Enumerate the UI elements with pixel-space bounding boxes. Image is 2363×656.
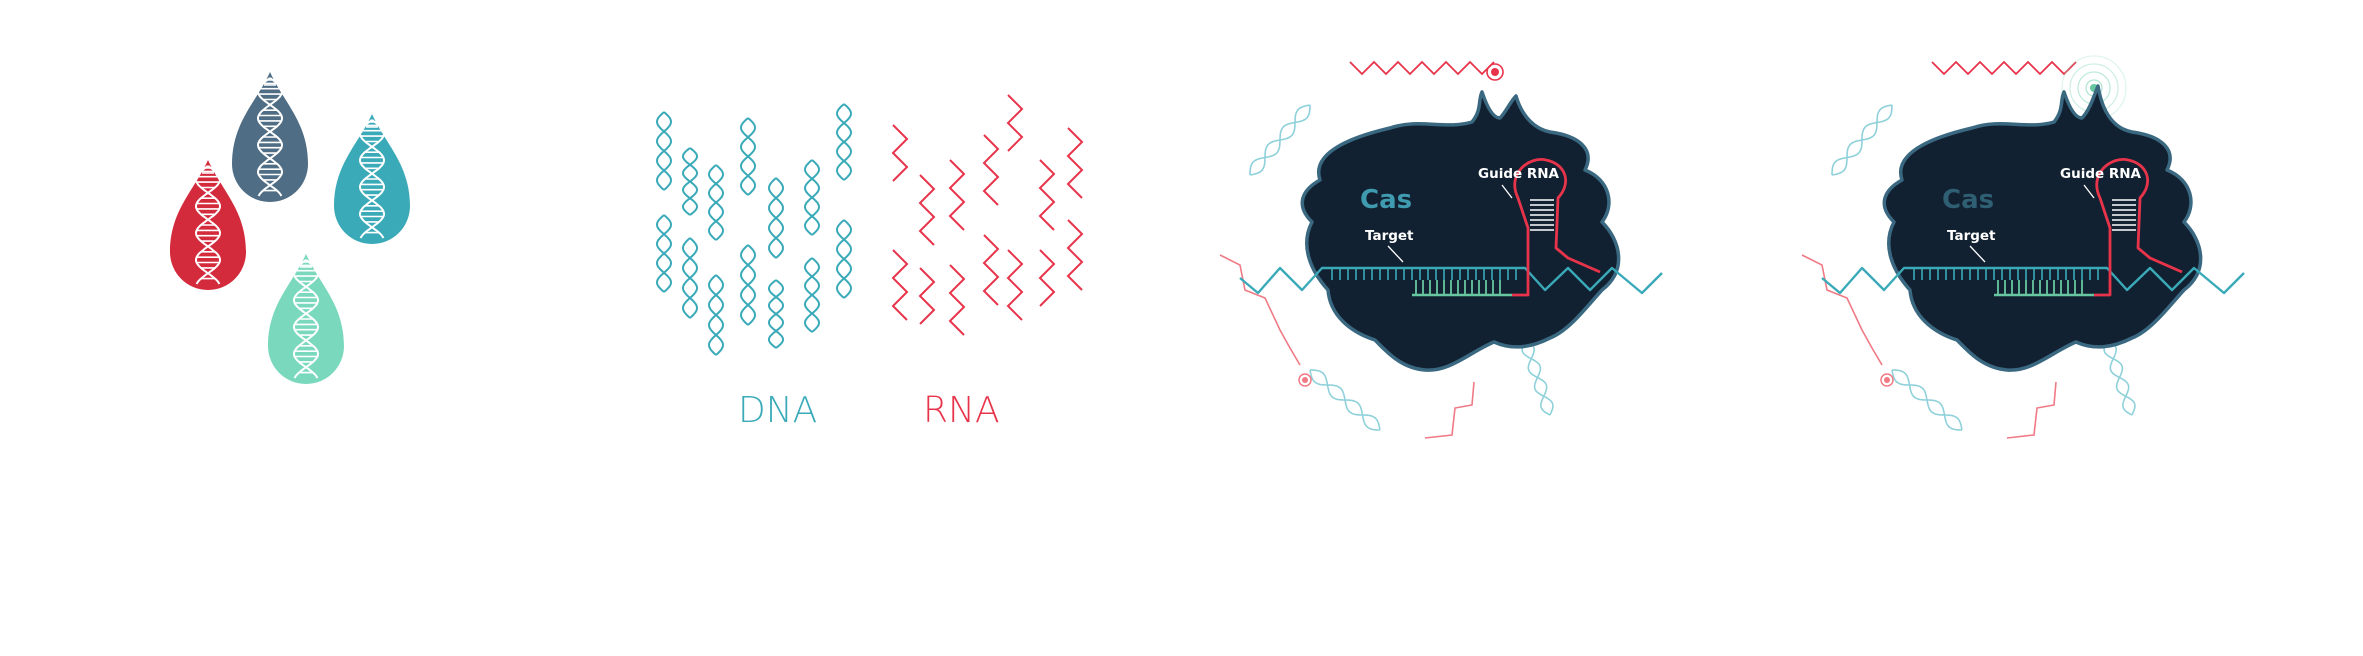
target-match-bases: [1997, 280, 2083, 294]
floating-rna: [1219, 254, 1301, 366]
dna-helix: [835, 103, 853, 181]
guide-rna-pointer: [2083, 184, 2095, 199]
rna-cap-ring: [1298, 373, 1312, 387]
target-label: Target: [1365, 228, 1414, 244]
rna-end-ring: [1486, 63, 1504, 81]
guide-rna-stem-pairs: [1530, 199, 1554, 231]
target-pointer: [1387, 245, 1404, 263]
rna-strand: [1066, 219, 1084, 291]
dna-helix: [681, 237, 699, 319]
floating-dna-helix: [1521, 339, 1554, 416]
dna-rna-panel: DNA RNA: [655, 94, 1084, 431]
rna-strand: [948, 264, 966, 336]
guide-rna: [1512, 158, 1601, 297]
guide-rna-stem-pairs: [2112, 199, 2136, 231]
rna-strand: [918, 174, 936, 246]
floating-dna-helix: [2103, 339, 2136, 416]
cas-protein-blob: [1300, 90, 1621, 372]
drop-teal: [334, 114, 410, 244]
rna-strand: [1038, 159, 1056, 231]
drop-slate: [232, 72, 308, 202]
dna-helix: [655, 214, 673, 293]
cas-protein-blob: [1882, 84, 2203, 372]
target-match-bases: [1415, 280, 1501, 294]
floating-dna-helix: [1309, 369, 1381, 431]
target-pointer: [1969, 245, 1986, 263]
rna-cap-dot: [1302, 377, 1308, 383]
guide-rna: [2094, 158, 2183, 297]
rna-strand: [1038, 249, 1056, 307]
target-dna-strand: [1821, 266, 2245, 295]
top-rna-squiggle: [1349, 60, 1495, 76]
dna-helix: [767, 177, 785, 259]
cas-label: Cas: [1942, 185, 1994, 215]
rna-strand: [1006, 94, 1024, 152]
rna-strand: [1066, 127, 1084, 199]
rna-strand: [918, 267, 936, 325]
floating-dna-helix: [1249, 104, 1311, 176]
dna-strands-group: [655, 103, 853, 356]
rna-end-dot: [1491, 68, 1499, 76]
floating-dna-helix: [1891, 369, 1963, 431]
rna-strand: [948, 159, 966, 231]
dna-label: DNA: [738, 390, 817, 431]
target-label: Target: [1947, 228, 1996, 244]
dna-helix: [707, 274, 725, 356]
dna-helix: [681, 147, 699, 216]
dna-helix: [739, 117, 757, 196]
dna-helix: [803, 257, 821, 333]
rna-strand: [982, 234, 1000, 306]
guide-rna-pointer: [1501, 184, 1513, 199]
crispr-inactive-panel: Cas Guide RNA Target: [1219, 60, 1663, 439]
rna-strands-group: [891, 94, 1084, 336]
rna-cap-ring: [1880, 373, 1894, 387]
rna-strand: [891, 249, 909, 321]
dna-helix: [767, 279, 785, 349]
rna-strand: [982, 134, 1000, 206]
dna-bases: [1913, 268, 2099, 280]
floating-rna: [2006, 381, 2057, 439]
guide-rna-label: Guide RNA: [1478, 166, 1560, 182]
target-dna-strand: [1239, 266, 1663, 295]
dna-helix: [655, 111, 673, 191]
dna-helix: [739, 244, 757, 326]
dna-drops-panel: [170, 72, 410, 384]
dna-helix: [835, 219, 853, 299]
dna-helix: [803, 159, 821, 236]
cas-label: Cas: [1360, 185, 1412, 215]
dna-helix: [707, 164, 725, 241]
rna-label: RNA: [923, 390, 1000, 431]
rna-strand: [891, 124, 909, 182]
floating-rna: [1801, 254, 1883, 366]
crispr-active-panel: Cas Guide RNA Target: [1801, 55, 2245, 439]
guide-rna-label: Guide RNA: [2060, 166, 2142, 182]
floating-dna-helix: [1831, 104, 1893, 176]
rna-cap-dot: [1884, 377, 1890, 383]
drop-mint: [268, 254, 344, 384]
rna-strand: [1006, 249, 1024, 321]
floating-rna: [1424, 381, 1475, 439]
dna-bases: [1331, 268, 1517, 280]
drop-red: [170, 160, 246, 290]
top-rna-squiggle: [1931, 60, 2077, 76]
